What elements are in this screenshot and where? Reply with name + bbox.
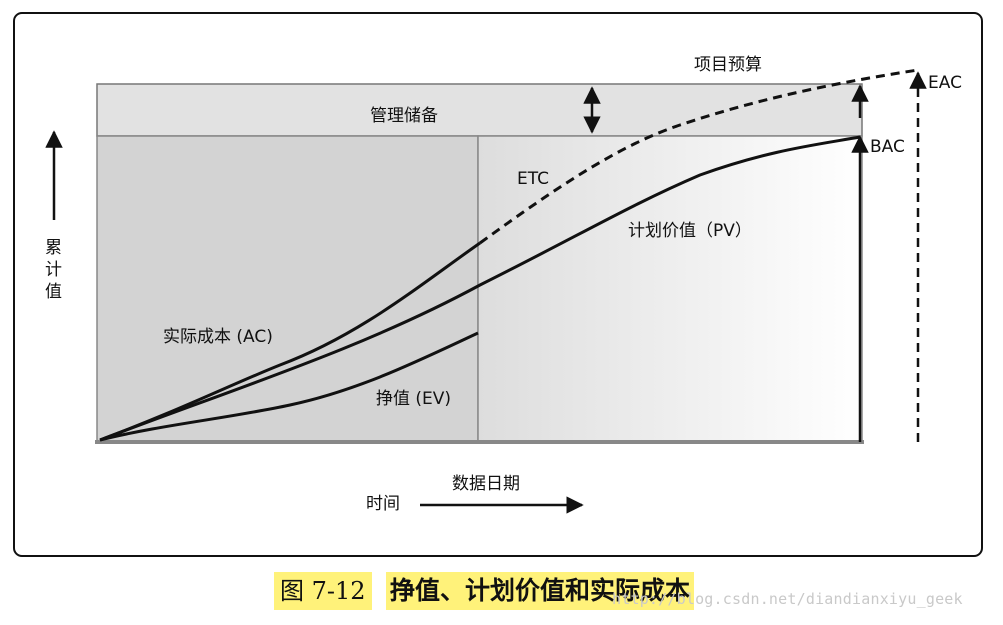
management-reserve-band xyxy=(96,83,863,137)
evm-diagram: 项目预算 管理储备 EAC BAC ETC 计划价值（PV） 实际成本 (AC)… xyxy=(13,12,983,557)
ac-curve xyxy=(99,241,481,442)
eac-label: EAC xyxy=(928,73,962,93)
project-budget-label: 项目预算 xyxy=(694,55,762,75)
pv-label: 计划价值（PV） xyxy=(628,221,752,241)
etc-label: ETC xyxy=(517,169,549,189)
ev-label: 挣值 (EV) xyxy=(376,389,451,409)
bac-label: BAC xyxy=(870,137,905,157)
ev-curve xyxy=(99,331,479,442)
figure-caption: 图 7-12 挣值、计划价值和实际成本 http://blog.csdn.net… xyxy=(0,568,1003,618)
data-date-label: 数据日期 xyxy=(452,474,520,494)
caption-title: 挣值、计划价值和实际成本 xyxy=(386,572,695,610)
y-axis-label-2: 计 xyxy=(45,260,62,280)
time-label: 时间 xyxy=(366,494,400,514)
etc-curve xyxy=(479,68,919,245)
y-axis-label-1: 累 xyxy=(45,238,62,258)
watermark: http://blog.csdn.net/diandianxiyu_geek xyxy=(612,590,963,608)
ac-label: 实际成本 (AC) xyxy=(163,327,273,347)
caption-number: 图 7-12 xyxy=(274,572,372,610)
pv-curve xyxy=(99,135,861,442)
y-axis-label-3: 值 xyxy=(45,282,62,302)
management-reserve-label: 管理储备 xyxy=(370,106,438,126)
